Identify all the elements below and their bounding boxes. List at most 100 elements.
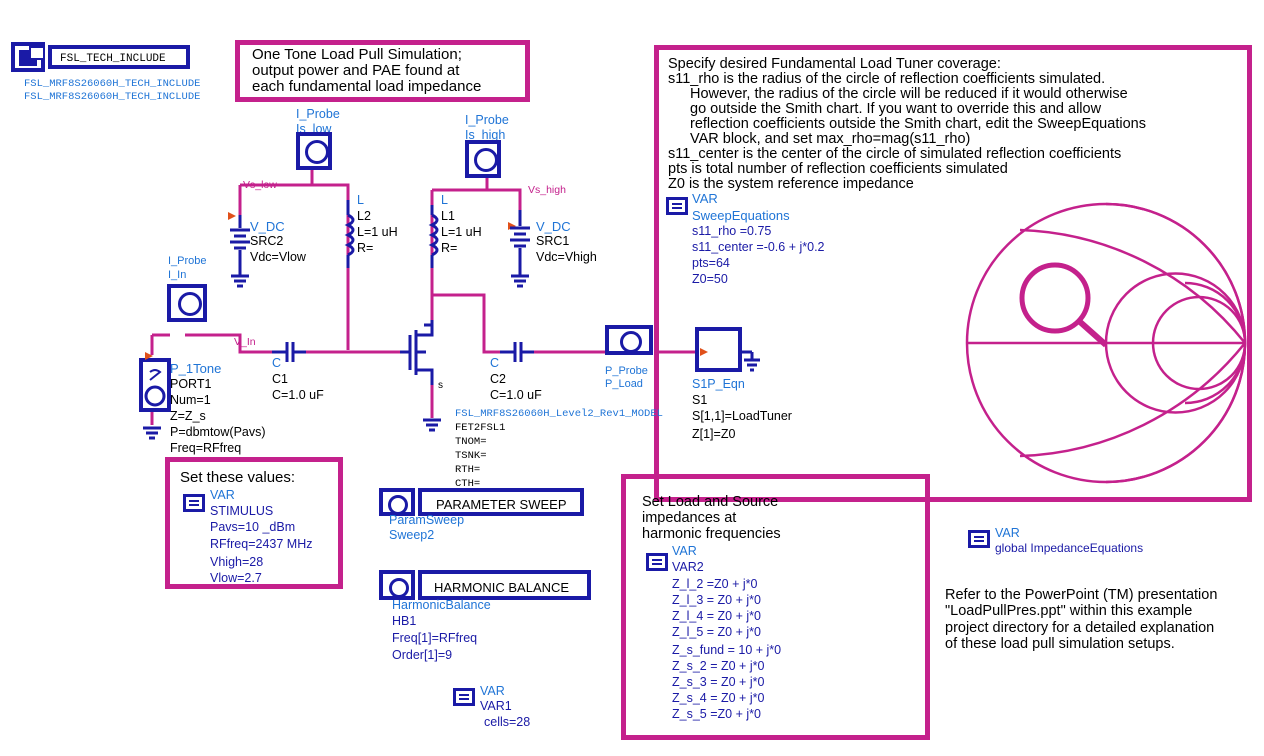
param-sweep-title: PARAMETER SWEEP bbox=[436, 497, 567, 512]
stimulus-note-box[interactable] bbox=[165, 457, 343, 589]
refer-note-line: "LoadPullPres.ppt" within this example bbox=[945, 603, 1193, 619]
harmonics-note-box[interactable] bbox=[621, 474, 930, 740]
sweep-icon[interactable] bbox=[379, 488, 415, 516]
var2-param: Z_l_5 = Z0 + j*0 bbox=[672, 625, 761, 639]
stimulus-kind: VAR bbox=[210, 488, 235, 502]
c1-kind: C bbox=[272, 356, 282, 370]
l1-name: L1 bbox=[441, 209, 455, 223]
port1-param: Z=Z_s bbox=[170, 409, 206, 423]
l1-param: L=1 uH bbox=[441, 225, 482, 239]
port1-param: Num=1 bbox=[170, 393, 211, 407]
wire-v-in[interactable] bbox=[185, 333, 272, 354]
var2-param: Z_l_3 = Z0 + j*0 bbox=[672, 593, 761, 607]
port1-kind: P_1Tone bbox=[170, 361, 222, 376]
s1p-param: Z[1]=Z0 bbox=[692, 427, 736, 441]
l2-param: R= bbox=[357, 241, 374, 255]
sweep-equations-param: s11_rho =0.75 bbox=[692, 224, 772, 238]
l2-name: L2 bbox=[357, 209, 371, 223]
var-icon[interactable] bbox=[666, 197, 688, 215]
hb-kind: HarmonicBalance bbox=[392, 598, 491, 612]
tech-include-line: FSL_MRF8S26060H_TECH_INCLUDE bbox=[24, 91, 201, 103]
tuner-note-line: go outside the Smith chart. If you want … bbox=[690, 101, 1102, 117]
c1-param: C=1.0 uF bbox=[272, 388, 324, 402]
var2-param: Z_s_3 = Z0 + j*0 bbox=[672, 675, 765, 689]
capacitor-icon[interactable] bbox=[500, 342, 534, 362]
tech-include-line: FSL_MRF8S26060H_TECH_INCLUDE bbox=[24, 78, 201, 90]
inductor-icon[interactable] bbox=[344, 200, 355, 268]
param-sweep-block[interactable]: PARAMETER SWEEP bbox=[418, 488, 584, 516]
inductor-icon[interactable] bbox=[428, 205, 439, 268]
s1p-icon[interactable] bbox=[695, 327, 742, 372]
var2-param: Z_l_4 = Z0 + j*0 bbox=[672, 609, 761, 623]
fet-icon[interactable] bbox=[400, 320, 434, 385]
harmonic-balance-block[interactable]: HARMONIC BALANCE bbox=[418, 570, 591, 600]
include-icon[interactable] bbox=[11, 42, 45, 72]
var-icon[interactable] bbox=[453, 688, 475, 706]
tuner-note-line: s11_center is the center of the circle o… bbox=[668, 146, 1122, 162]
wire-vs-high[interactable] bbox=[432, 188, 522, 210]
hb-name: HB1 bbox=[392, 614, 417, 628]
var1-kind: VAR bbox=[480, 684, 505, 698]
probe-name: I_In bbox=[168, 269, 187, 281]
wire-vs-low[interactable] bbox=[240, 183, 350, 350]
stimulus-param: Pavs=10 _dBm bbox=[210, 520, 296, 534]
s1p-kind: S1P_Eqn bbox=[692, 377, 745, 391]
sweep-equations-name: SweepEquations bbox=[692, 208, 790, 223]
port-source-icon[interactable] bbox=[139, 352, 171, 412]
tuner-note-line: However, the radius of the circle will b… bbox=[690, 86, 1128, 102]
var-icon[interactable] bbox=[968, 530, 990, 548]
probe-icon[interactable] bbox=[465, 140, 501, 178]
fet-param: RTH= bbox=[455, 464, 481, 476]
capacitor-icon[interactable] bbox=[272, 342, 306, 362]
svg-text:s: s bbox=[438, 380, 443, 391]
stimulus-param: RFfreq=2437 MHz bbox=[210, 537, 313, 551]
var1-name: VAR1 bbox=[480, 699, 512, 713]
probe-kind: I_Probe bbox=[465, 113, 509, 127]
tuner-note-line: reflection coefficients outside the Smit… bbox=[690, 116, 1146, 132]
src1-name: SRC1 bbox=[536, 234, 570, 248]
tuner-note-line: pts is total number of reflection coeffi… bbox=[668, 161, 1008, 177]
c2-param: C=1.0 uF bbox=[490, 388, 542, 402]
wire-drain[interactable] bbox=[432, 293, 500, 354]
vdc-source-icon[interactable] bbox=[508, 210, 530, 288]
stimulus-header: Set these values: bbox=[180, 469, 296, 486]
sweep-equations-param: pts=64 bbox=[692, 256, 730, 270]
harmonics-note-line: Set Load and Source bbox=[642, 494, 779, 510]
port1-param: P=dbmtow(Pavs) bbox=[170, 425, 266, 439]
probe-icon[interactable] bbox=[167, 284, 207, 322]
fet-param: FET2FSL1 bbox=[455, 422, 506, 434]
sweep-equations-kind: VAR bbox=[692, 191, 718, 206]
tuner-note-box[interactable] bbox=[654, 45, 1252, 502]
smith-chart-icon bbox=[965, 202, 1247, 484]
hb-icon[interactable] bbox=[379, 570, 415, 600]
hb-param: Order[1]=9 bbox=[392, 648, 453, 662]
l1-param: R= bbox=[441, 241, 458, 255]
ground-icon bbox=[742, 350, 760, 372]
port1-name: PORT1 bbox=[170, 377, 212, 391]
l2-param: L=1 uH bbox=[357, 225, 398, 239]
hb-param: Freq[1]=RFfreq bbox=[392, 631, 478, 645]
tuner-note-line: s11_rho is the radius of the circle of r… bbox=[668, 71, 1106, 87]
vdc-source-icon[interactable] bbox=[228, 212, 250, 288]
tuner-note-line: Specify desired Fundamental Load Tuner c… bbox=[668, 56, 1001, 72]
var-icon[interactable] bbox=[646, 553, 668, 571]
var-icon[interactable] bbox=[183, 494, 205, 512]
tuner-note-line: VAR block, and set max_rho=mag(s11_rho) bbox=[690, 131, 971, 147]
var1-param: cells=28 bbox=[484, 715, 531, 729]
probe-icon[interactable] bbox=[296, 132, 332, 170]
title-note-box[interactable] bbox=[235, 40, 530, 102]
probe-kind: P_Probe bbox=[605, 365, 648, 377]
stimulus-param: Vhigh=28 bbox=[210, 555, 264, 569]
tech-include-block[interactable]: FSL_TECH_INCLUDE bbox=[48, 45, 190, 69]
tuner-note-line: Z0 is the system reference impedance bbox=[668, 176, 914, 192]
title-note-line: One Tone Load Pull Simulation; bbox=[252, 46, 462, 63]
src2-name: SRC2 bbox=[250, 234, 284, 248]
fet-param: TSNK= bbox=[455, 450, 487, 462]
refer-note-line: project directory for a detailed explana… bbox=[945, 620, 1215, 636]
port1-param: Freq=RFfreq bbox=[170, 441, 242, 455]
var2-param: Z_s_fund = 10 + j*0 bbox=[672, 643, 782, 657]
probe-icon[interactable] bbox=[605, 325, 653, 355]
net-label: V_In bbox=[234, 336, 256, 348]
net-label: Vs_high bbox=[528, 184, 566, 196]
